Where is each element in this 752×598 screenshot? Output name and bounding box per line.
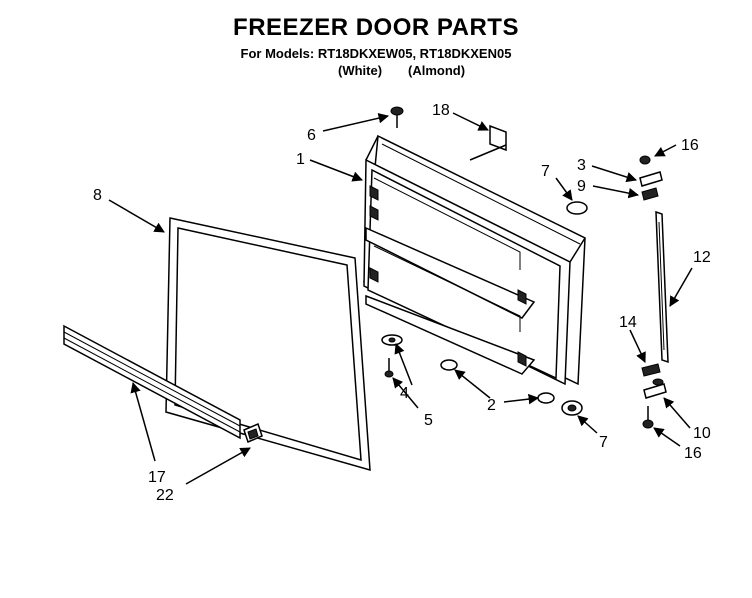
callout-9: 9 (577, 178, 586, 195)
callout-16-top: 16 (681, 137, 699, 154)
diagram-title: FREEZER DOOR PARTS (233, 14, 519, 41)
door-foot-part (440, 359, 555, 404)
top-screw-part (390, 106, 404, 128)
callout-10: 10 (693, 425, 711, 442)
freezer-door-assembly-part (363, 134, 586, 386)
callout-8: 8 (93, 187, 102, 204)
model-numbers: For Models: RT18DKXEW05, RT18DKXEN05 (240, 46, 512, 61)
label-part (489, 124, 507, 152)
callout-6: 6 (307, 127, 316, 144)
door-handle-part (63, 324, 241, 440)
door-gasket-part (165, 217, 371, 472)
callout-7-bottom: 7 (599, 434, 608, 451)
bottom-hinge-hardware (641, 363, 667, 429)
plug-top-part (566, 201, 588, 215)
leader-lines (108, 112, 693, 485)
hinge-strip-groove (658, 221, 665, 351)
handle-end-cap-part (243, 422, 263, 444)
callout-3: 3 (577, 157, 586, 174)
bracket-part (381, 334, 403, 346)
callout-16-bottom: 16 (684, 445, 702, 462)
callout-5: 5 (424, 412, 433, 429)
plug-bottom-part (561, 400, 583, 416)
callout-17: 17 (148, 469, 166, 486)
callout-1: 1 (296, 151, 305, 168)
top-hinge-hardware (639, 155, 663, 201)
callout-12: 12 (693, 249, 711, 266)
callout-18: 18 (432, 102, 450, 119)
finish-almond-label: (Almond) (408, 63, 466, 78)
callout-2: 2 (487, 397, 496, 414)
bracket-screw-part (384, 358, 394, 378)
callout-22: 22 (156, 487, 174, 504)
finish-white-label: (White) (338, 63, 383, 78)
callout-14: 14 (619, 314, 637, 331)
callout-4: 4 (400, 385, 409, 402)
callout-7-top: 7 (541, 163, 550, 180)
